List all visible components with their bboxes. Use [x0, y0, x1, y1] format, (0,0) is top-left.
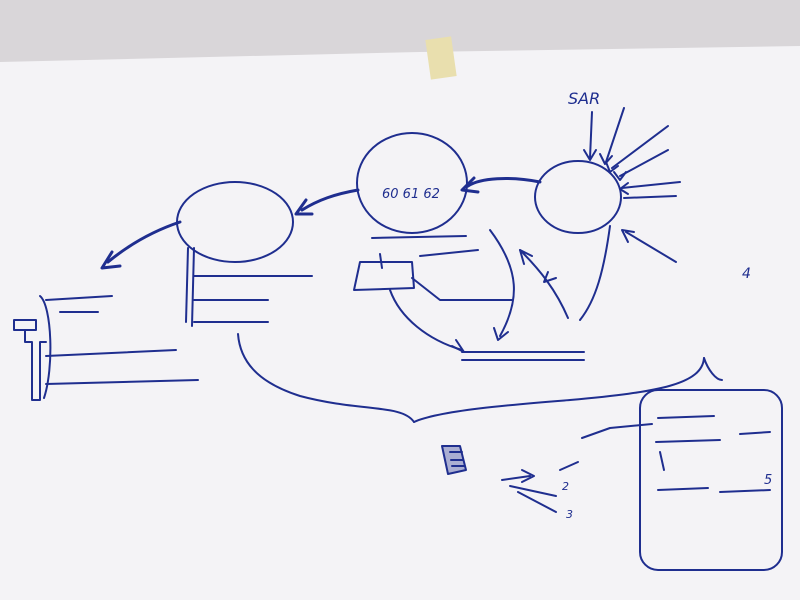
- paper-sheet: [0, 46, 800, 600]
- sar-label: SAR: [568, 89, 600, 108]
- plan-years-label: 60 61 62: [382, 187, 440, 202]
- masking-tape: [425, 36, 457, 80]
- action-plan-list: [185, 247, 313, 327]
- kpi-box: [639, 389, 783, 571]
- input-arrows: [583, 107, 681, 263]
- evaluation-list: [13, 295, 199, 401]
- dev-plan-items: [353, 225, 611, 361]
- standard-circle: [534, 160, 622, 234]
- kpi-box-lines: [655, 415, 771, 493]
- kpi-score-label: 5: [764, 473, 772, 488]
- item-3-label: 3: [566, 508, 573, 521]
- item-2-label: 2: [562, 480, 569, 493]
- flow-arrows: [100, 176, 542, 270]
- manual-flow: [237, 333, 723, 513]
- kpi-count-label: 4: [742, 266, 751, 282]
